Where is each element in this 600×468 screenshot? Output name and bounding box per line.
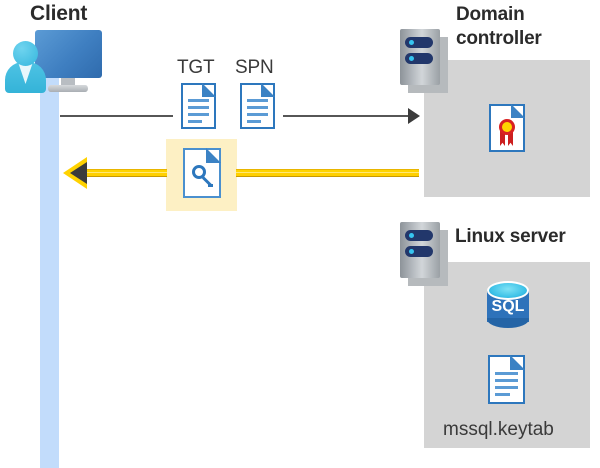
request-arrow-segment-right	[283, 115, 411, 117]
tgt-label: TGT	[177, 57, 215, 78]
linux-server-label: Linux server	[455, 226, 566, 247]
client-label: Client	[30, 2, 88, 25]
request-arrow-segment-left	[60, 115, 173, 117]
certificate-ribbon-right	[508, 131, 513, 146]
certificate-seal	[499, 119, 515, 135]
request-arrowhead-icon	[408, 108, 420, 124]
key-document-icon	[183, 148, 221, 198]
user-computer-icon	[0, 0, 110, 100]
linux-server-rack-icon	[400, 222, 448, 286]
spn-label: SPN	[235, 57, 274, 78]
sql-database-label: SQL	[491, 298, 525, 315]
person-head	[13, 41, 38, 66]
keytab-document-icon	[488, 355, 525, 404]
client-lifeline	[40, 70, 59, 468]
monitor-neck	[61, 78, 75, 88]
domain-controller-label: Domain controller	[456, 4, 542, 49]
response-arrowhead-icon	[70, 162, 87, 184]
sql-database-icon: SQL	[485, 281, 531, 331]
monitor-screen	[35, 30, 102, 78]
keytab-filename-label: mssql.keytab	[443, 419, 554, 440]
certificate-ribbon-left	[500, 131, 505, 146]
spn-document-icon	[240, 83, 275, 129]
response-arrow-segment-left	[85, 169, 167, 177]
domain-controller-server-rack-icon	[400, 29, 448, 93]
tgt-document-icon	[181, 83, 216, 129]
response-arrow-segment-right	[236, 169, 419, 177]
certificate-document-icon	[489, 104, 525, 152]
monitor-base	[48, 85, 88, 92]
